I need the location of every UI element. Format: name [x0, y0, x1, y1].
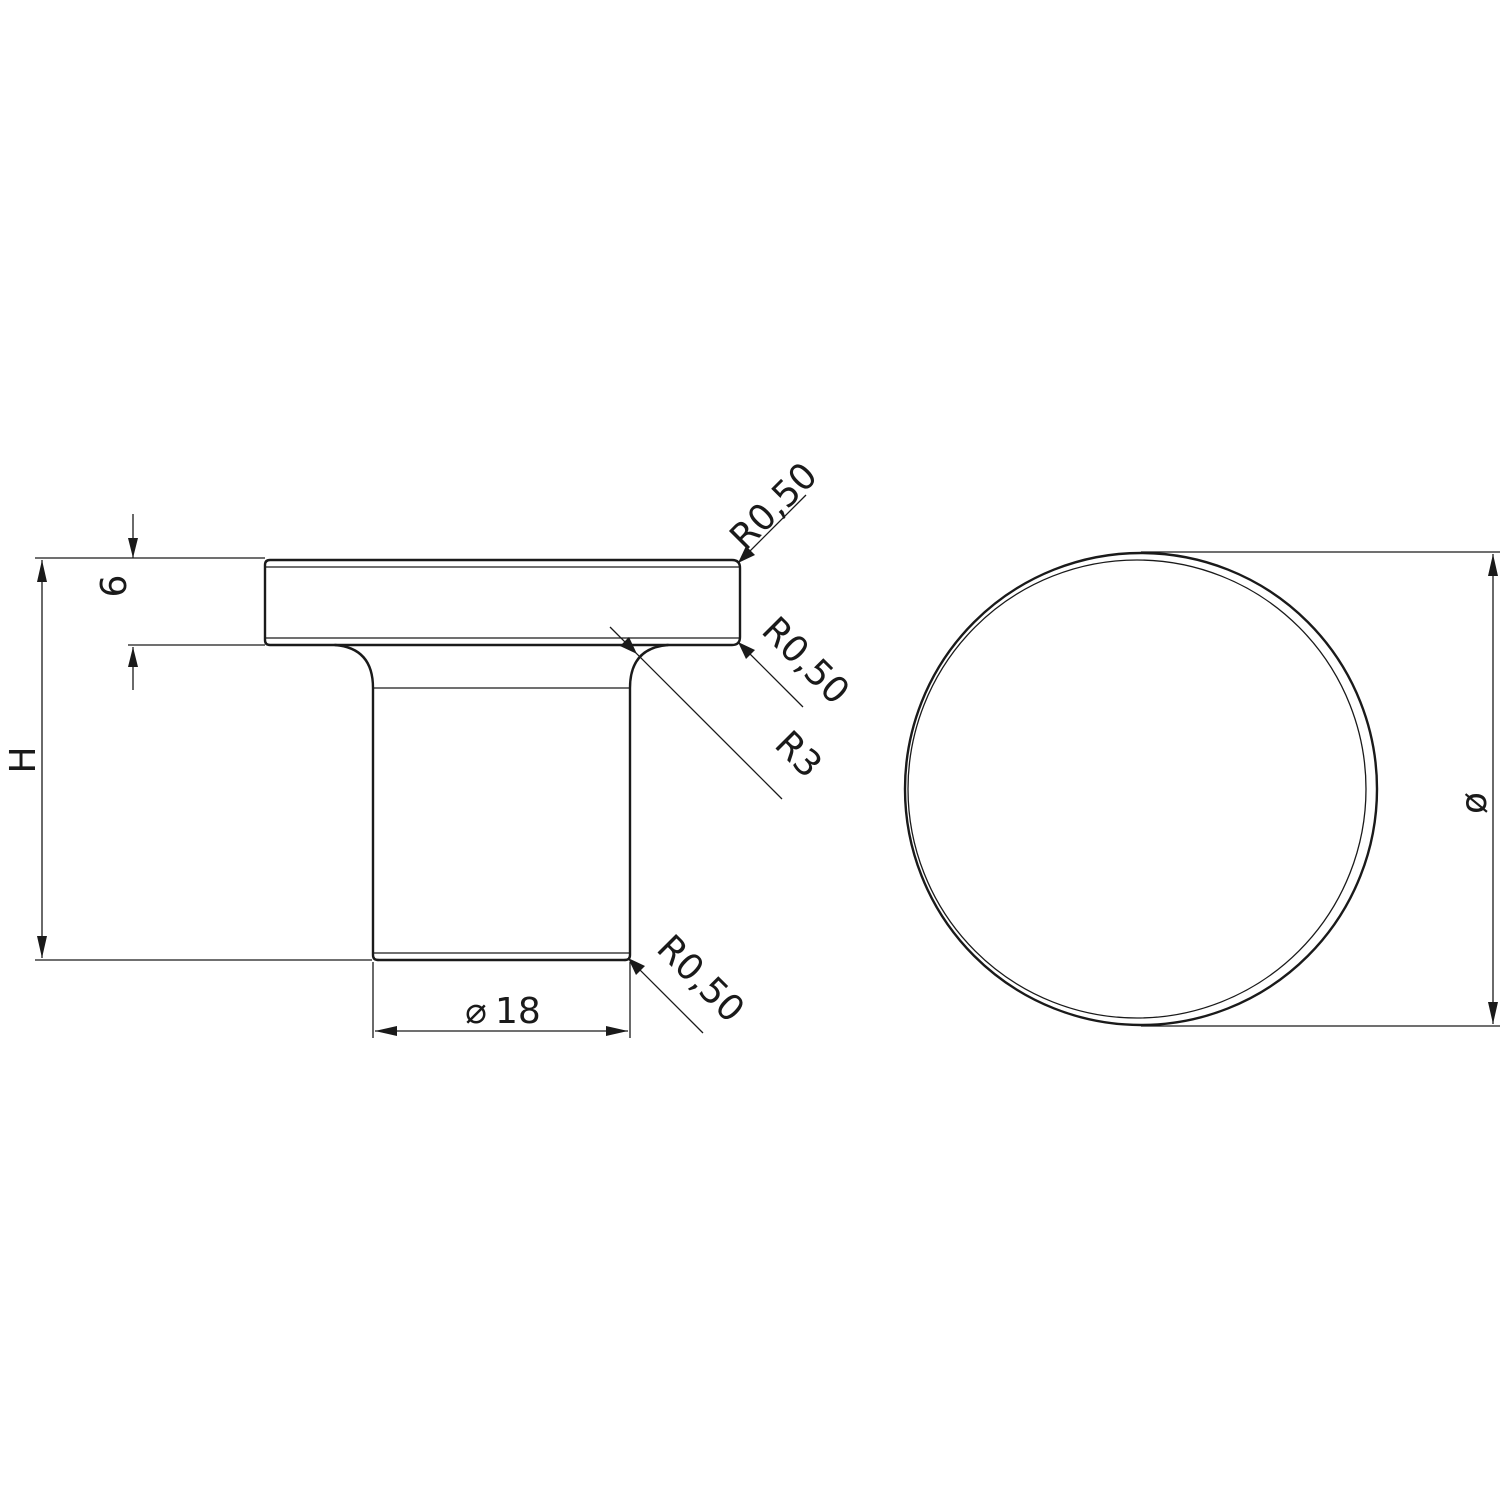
stem-diameter-dimension: ⌀ 18 — [372, 962, 631, 1038]
arrow-head — [128, 538, 138, 558]
inner-circle — [907, 559, 1367, 1019]
arrow-head — [738, 546, 755, 563]
arrow-head — [128, 647, 138, 667]
top-view: ø — [903, 551, 1500, 1027]
flange-underside-radius-label: R0,50 — [754, 609, 857, 712]
arrow-head — [1488, 1002, 1498, 1024]
outer-diameter-dimension: ø — [1141, 551, 1500, 1027]
flange-thickness-label: 6 — [94, 575, 135, 598]
top-edge-radius-callout: R0,50 — [722, 455, 826, 564]
height-dimension: H — [3, 557, 372, 961]
stem-left-fillet — [333, 643, 380, 962]
outer-diameter-label: ø — [1454, 792, 1495, 814]
fillet-radius-label: R3 — [767, 723, 830, 786]
flange-outline — [263, 558, 742, 647]
stem-diameter-label: 18 — [495, 991, 541, 1032]
stem-right-fillet — [623, 643, 670, 962]
arrow-head — [628, 958, 645, 975]
arrow-head — [1488, 554, 1498, 576]
arrow-head — [606, 1026, 628, 1036]
diameter-symbol: ⌀ — [465, 991, 487, 1032]
arrow-head — [375, 1026, 397, 1036]
side-view: H 6 R0,50 R0,50 R3 — [3, 455, 857, 1038]
stem-bottom-radius-callout: R0,50 — [627, 927, 752, 1034]
height-label: H — [3, 746, 44, 773]
flange-thickness-dimension: 6 — [94, 514, 265, 690]
top-edge-radius-label: R0,50 — [722, 455, 825, 558]
outer-circle — [903, 551, 1379, 1027]
stem-bottom-radius-label: R0,50 — [649, 927, 752, 1030]
arrow-head — [738, 642, 755, 659]
arrow-head — [620, 637, 637, 654]
arrow-head — [37, 936, 47, 958]
flange-underside-radius-callout: R0,50 — [737, 609, 857, 713]
arrow-head — [37, 560, 47, 582]
